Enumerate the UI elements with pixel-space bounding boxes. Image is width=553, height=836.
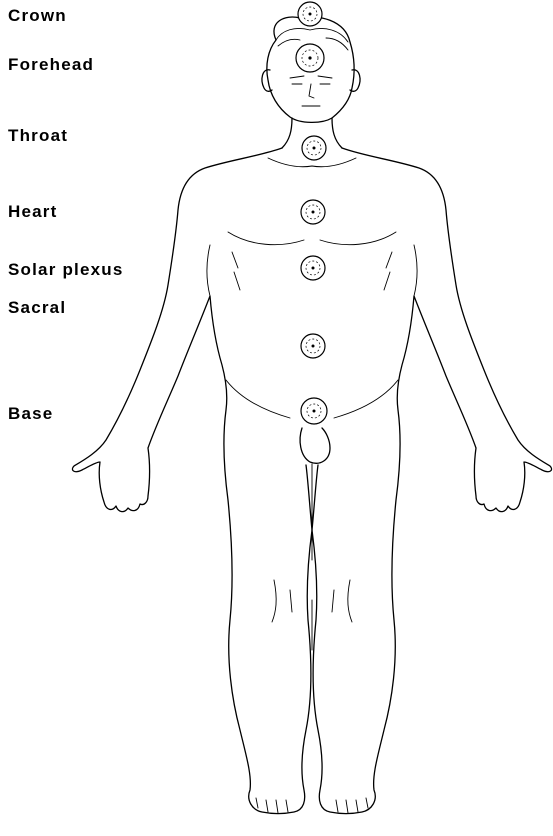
throat-chakra-icon [302,136,326,160]
hip-line-left [226,380,290,418]
heart-chakra-icon [301,200,325,224]
left-inner-arm [207,245,210,296]
left-side-outline [72,148,318,814]
forehead-chakra-icon [296,44,324,72]
left-toes [256,798,288,813]
right-knee [332,580,352,622]
hip-line-right [334,380,398,418]
label-solar-plexus: Solar plexus [8,260,124,280]
base-chakra-icon [301,398,327,424]
label-base: Base [8,404,53,424]
right-side-outline [306,148,552,814]
right-inner-arm [414,245,417,296]
label-throat: Throat [8,126,68,146]
label-heart: Heart [8,202,57,222]
crown-chakra-icon [298,2,322,26]
pectorals [228,232,396,245]
label-forehead: Forehead [8,55,94,75]
groin [300,428,330,463]
nose [309,84,314,98]
ribs-left [232,252,240,290]
right-toes [336,798,368,813]
left-knee [272,580,292,622]
ribs-right [384,252,392,290]
eyebrows [290,76,332,78]
solar-plexus-chakra-icon [301,256,325,280]
label-sacral: Sacral [8,298,66,318]
sacral-chakra-icon [301,334,325,358]
label-crown: Crown [8,6,67,26]
